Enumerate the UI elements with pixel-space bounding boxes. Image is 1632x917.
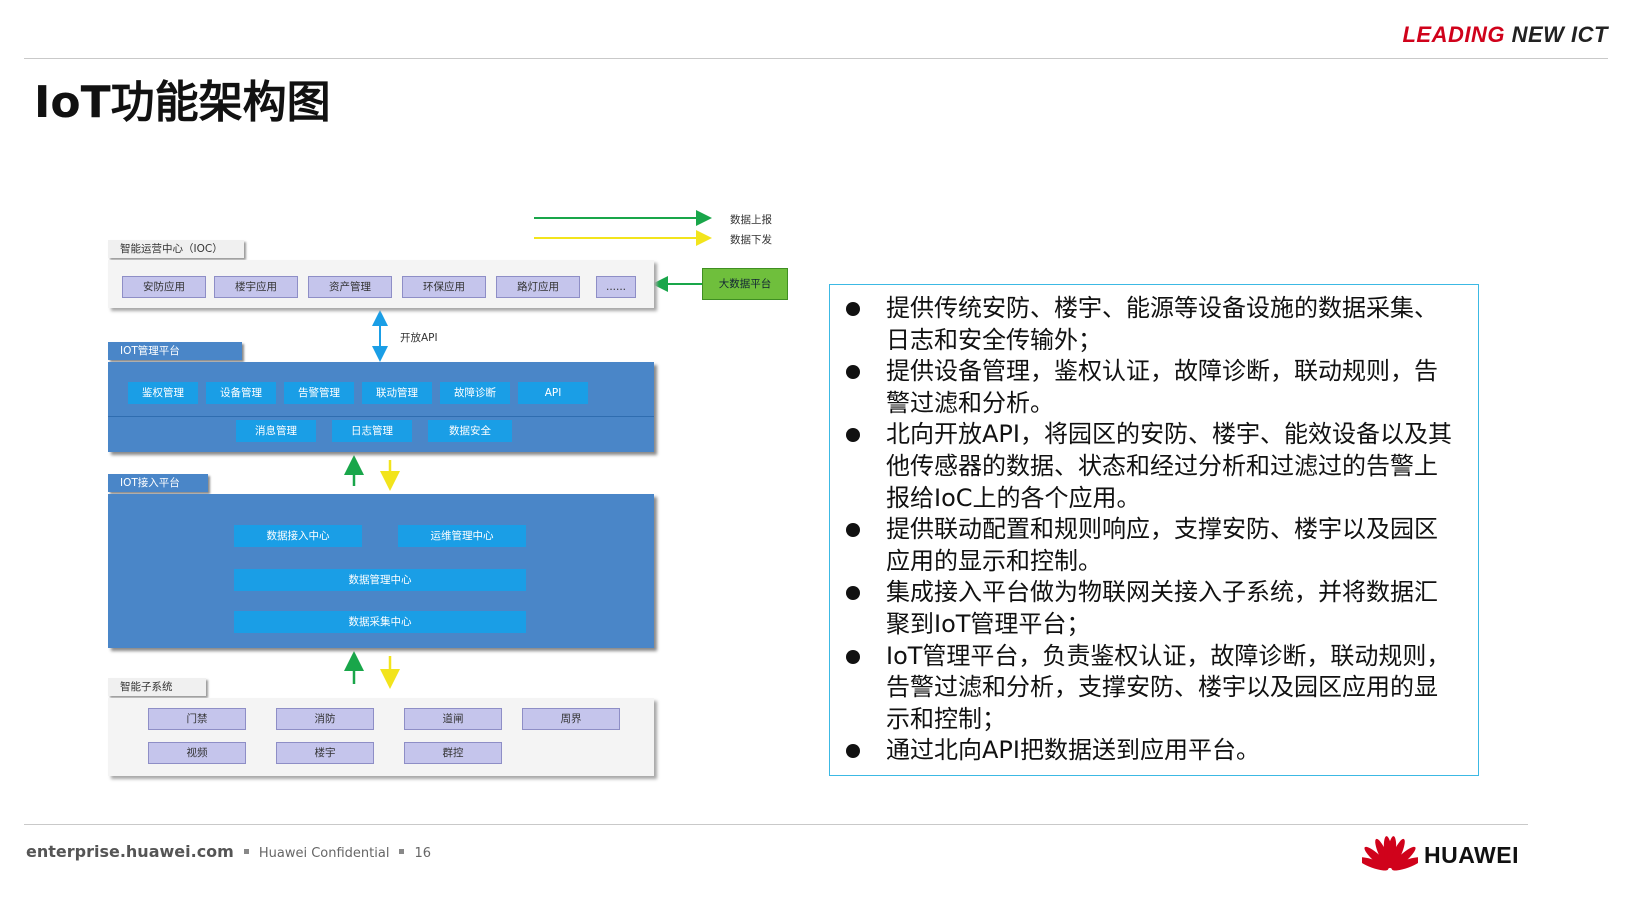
- footer-separator: [243, 849, 249, 854]
- bullet-text: 北向开放API，将园区的安防、楼宇、能效设备以及其他传感器的数据、状态和经过分析…: [886, 420, 1452, 512]
- subsystem-fire: 消防: [276, 708, 374, 730]
- ioc-app-more: ......: [596, 276, 636, 298]
- subsystems-tab: 智能子系统: [108, 678, 206, 696]
- legend-upload-label: 数据上报: [730, 214, 772, 226]
- bullet-text: 集成接入平台做为物联网关接入子系统，并将数据汇聚到IoT管理平台；: [886, 578, 1438, 638]
- footer-separator: [399, 849, 405, 854]
- ioc-app-security: 安防应用: [122, 276, 206, 298]
- subsystem-building: 楼宇: [276, 742, 374, 764]
- ioc-tab: 智能运营中心（IOC）: [108, 240, 244, 258]
- bullet-item: 提供传统安防、楼宇、能源等设备设施的数据采集、日志和安全传输外；: [842, 293, 1458, 356]
- data-access-center: 数据接入中心: [234, 525, 362, 547]
- subsystem-group-control: 群控: [404, 742, 502, 764]
- subsystem-video: 视频: [148, 742, 246, 764]
- subsystem-barrier-gate: 道闸: [404, 708, 502, 730]
- iot-mgmt-tab: IOT管理平台: [108, 342, 242, 360]
- slogan-leading: LEADING: [1402, 22, 1505, 47]
- bullet-dot-icon: [846, 586, 860, 601]
- bullet-dot-icon: [846, 365, 860, 380]
- page-title: IoT功能架构图: [34, 77, 331, 128]
- bullet-dot-icon: [846, 523, 860, 538]
- mgmt-api: API: [518, 382, 588, 404]
- footer-divider: [24, 824, 1528, 825]
- ops-management-center: 运维管理中心: [398, 525, 526, 547]
- mgmt-message: 消息管理: [236, 420, 316, 442]
- huawei-flower-icon: [1357, 836, 1423, 871]
- iot-mgmt-divider: [108, 416, 654, 417]
- bullet-dot-icon: [846, 428, 860, 443]
- footer-site: enterprise.huawei.com: [26, 842, 234, 861]
- iot-access-tab: IOT接入平台: [108, 474, 208, 492]
- bullet-item: 通过北向API把数据送到应用平台。: [842, 735, 1458, 767]
- brand-slogan: LEADING NEW ICT: [1402, 22, 1608, 48]
- ioc-app-environment: 环保应用: [402, 276, 486, 298]
- mgmt-alarm: 告警管理: [284, 382, 354, 404]
- bullet-item: 集成接入平台做为物联网关接入子系统，并将数据汇聚到IoT管理平台；: [842, 577, 1458, 640]
- data-collection-center: 数据采集中心: [234, 611, 526, 633]
- mgmt-data-security: 数据安全: [428, 420, 512, 442]
- slogan-new-ict: NEW ICT: [1511, 22, 1608, 47]
- data-management-center: 数据管理中心: [234, 569, 526, 591]
- mgmt-fault-diagnosis: 故障诊断: [440, 382, 510, 404]
- feature-bullet-list: 提供传统安防、楼宇、能源等设备设施的数据采集、日志和安全传输外； 提供设备管理，…: [842, 293, 1458, 767]
- ioc-app-streetlight: 路灯应用: [496, 276, 580, 298]
- bullet-dot-icon: [846, 744, 860, 759]
- ioc-app-asset: 资产管理: [308, 276, 392, 298]
- bullet-dot-icon: [846, 302, 860, 316]
- bullet-dot-icon: [846, 649, 860, 664]
- big-data-platform: 大数据平台: [702, 268, 788, 300]
- bullet-item: 北向开放API，将园区的安防、楼宇、能效设备以及其他传感器的数据、状态和经过分析…: [842, 419, 1458, 514]
- feature-bullet-box: 提供传统安防、楼宇、能源等设备设施的数据采集、日志和安全传输外； 提供设备管理，…: [829, 284, 1479, 776]
- bullet-text: IoT管理平台，负责鉴权认证，故障诊断，联动规则，告警过滤和分析，支撑安防、楼宇…: [886, 641, 1451, 733]
- mgmt-linkage: 联动管理: [362, 382, 432, 404]
- footer-page-number: 16: [414, 846, 431, 861]
- subsystem-access-control: 门禁: [148, 708, 246, 730]
- mgmt-log: 日志管理: [332, 420, 412, 442]
- bullet-text: 提供传统安防、楼宇、能源等设备设施的数据采集、日志和安全传输外；: [886, 294, 1438, 354]
- subsystem-perimeter: 周界: [522, 708, 620, 730]
- bullet-item: IoT管理平台，负责鉴权认证，故障诊断，联动规则，告警过滤和分析，支撑安防、楼宇…: [842, 641, 1458, 736]
- huawei-logo-text: HUAWEI: [1424, 842, 1519, 868]
- footer-confidential: Huawei Confidential: [258, 846, 390, 861]
- bullet-text: 提供联动配置和规则响应，支撑安防、楼宇以及园区应用的显示和控制。: [886, 515, 1438, 575]
- open-api-label: 开放API: [400, 332, 438, 344]
- ioc-app-building: 楼宇应用: [214, 276, 298, 298]
- bullet-item: 提供联动配置和规则响应，支撑安防、楼宇以及园区应用的显示和控制。: [842, 514, 1458, 577]
- mgmt-auth: 鉴权管理: [128, 382, 198, 404]
- huawei-logo: HUAWEI: [1357, 830, 1532, 874]
- legend-download-label: 数据下发: [730, 234, 772, 246]
- footer: enterprise.huawei.com Huawei Confidential…: [26, 842, 431, 861]
- mgmt-device: 设备管理: [206, 382, 276, 404]
- architecture-diagram: 数据上报 数据下发 智能运营中心（IOC） 安防应用 楼宇应用 资产管理 环保应…: [104, 210, 844, 832]
- bullet-item: 提供设备管理，鉴权认证，故障诊断，联动规则，告警过滤和分析。: [842, 356, 1458, 419]
- header-divider: [24, 58, 1608, 59]
- bullet-text: 提供设备管理，鉴权认证，故障诊断，联动规则，告警过滤和分析。: [886, 357, 1438, 417]
- bullet-text: 通过北向API把数据送到应用平台。: [886, 736, 1260, 765]
